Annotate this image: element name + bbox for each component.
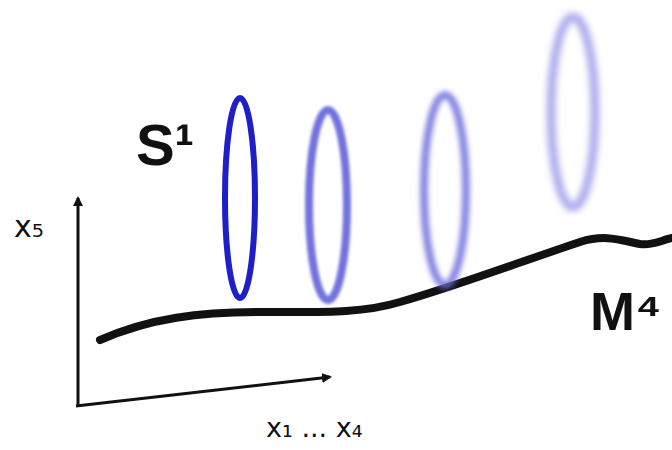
manifold-curve [100,238,672,340]
axis-label: x₅ [14,212,44,242]
circle-fiber [424,95,466,285]
axis-label: x₁ ... x₄ [266,414,363,441]
circle-fiber [551,17,595,207]
x5-axis [77,198,80,406]
circle-fiber [225,98,255,298]
x1-x4-axis [76,377,330,406]
circle-label: S¹ [136,116,194,174]
manifold-label: M⁴ [590,284,662,338]
circle-fiber [309,110,347,300]
